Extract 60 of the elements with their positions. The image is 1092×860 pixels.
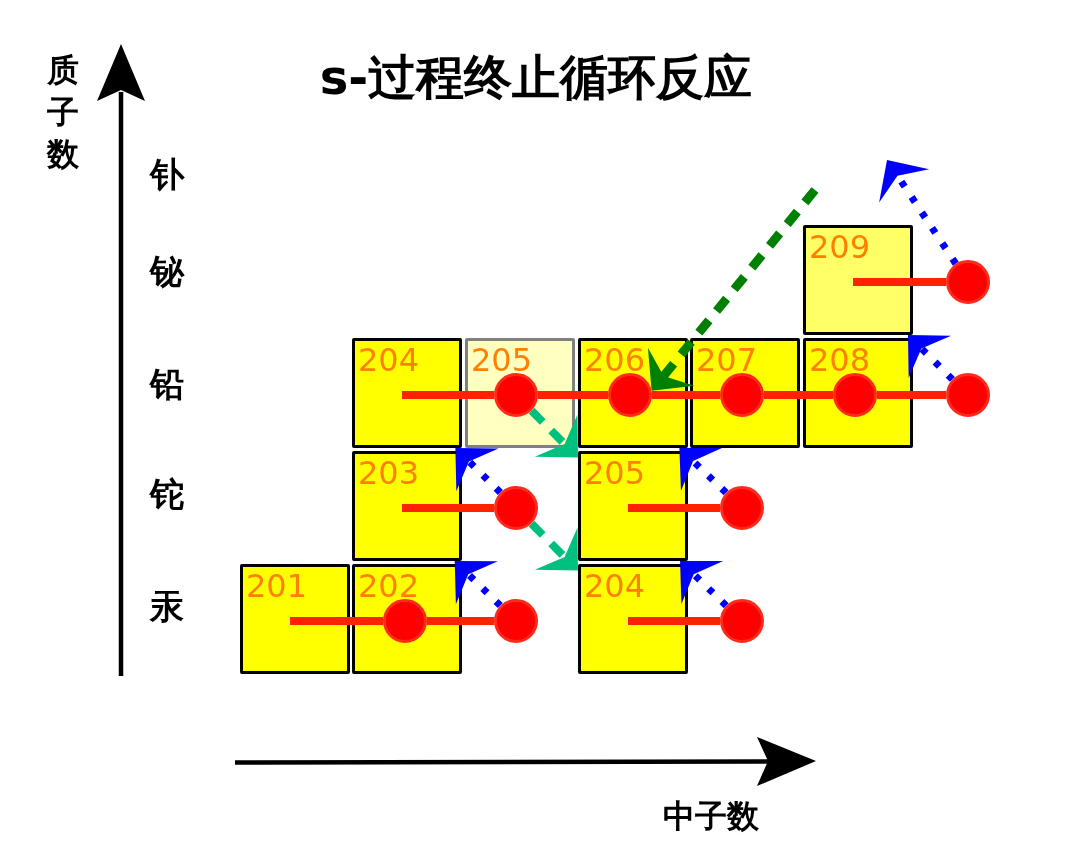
- mass-number: 205: [471, 344, 533, 376]
- connector-line: [853, 278, 946, 286]
- dot: [383, 599, 427, 643]
- axis-title: 质子数: [47, 50, 79, 175]
- dot: [946, 373, 990, 417]
- element-name: 钋: [150, 155, 184, 195]
- connector-line: [427, 617, 494, 625]
- dashed-arrow: [647, 187, 819, 391]
- mass-number: 206: [584, 344, 646, 376]
- dot: [720, 599, 764, 643]
- connector-line: [764, 391, 833, 399]
- connector-line: [538, 391, 608, 399]
- nuclide-box: [352, 451, 462, 561]
- nuclide-box: [240, 564, 350, 674]
- dot: [494, 373, 538, 417]
- mass-number: 204: [584, 570, 646, 602]
- nuclide-box: [578, 564, 688, 674]
- connector-line: [402, 391, 494, 399]
- element-name: 汞: [150, 587, 184, 627]
- dot: [946, 260, 990, 304]
- nuclide-box: [803, 225, 913, 335]
- dot: [494, 599, 538, 643]
- mass-number: 207: [696, 344, 758, 376]
- title: s-过程终止循环反应: [319, 50, 753, 106]
- dot: [833, 373, 877, 417]
- connector-line: [628, 617, 720, 625]
- dotted-arrow: [680, 561, 729, 609]
- connector-line: [402, 504, 494, 512]
- connector-line: [290, 617, 383, 625]
- mass-number: 209: [809, 231, 871, 263]
- mass-number: 205: [584, 457, 646, 489]
- mass-number: 203: [358, 457, 420, 489]
- mass-number: 201: [246, 570, 308, 602]
- dot: [720, 486, 764, 530]
- dot: [608, 373, 652, 417]
- dotted-arrow: [454, 561, 503, 609]
- element-name: 铋: [150, 252, 184, 292]
- dotted-arrow: [879, 159, 959, 266]
- axis-title: 中子数: [663, 797, 759, 835]
- nuclide-box: [352, 338, 462, 448]
- element-name: 铅: [150, 365, 184, 405]
- mass-number: 204: [358, 344, 420, 376]
- connector-line: [652, 391, 720, 399]
- connector-line: [628, 504, 720, 512]
- dot: [720, 373, 764, 417]
- dotted-arrow: [679, 447, 729, 496]
- dot: [494, 486, 538, 530]
- nuclide-box: [690, 338, 800, 448]
- mass-number: 202: [358, 570, 420, 602]
- nuclide-box: [578, 451, 688, 561]
- element-name: 铊: [150, 475, 184, 515]
- nuclide-box: [803, 338, 913, 448]
- dashed-arrow: [528, 407, 578, 458]
- nuclide-box: [352, 564, 462, 674]
- dashed-arrow: [528, 520, 578, 571]
- mass-number: 208: [809, 344, 871, 376]
- connector-line: [877, 391, 946, 399]
- nuclide-box: [465, 338, 575, 448]
- dotted-arrow: [455, 448, 503, 495]
- dotted-arrow: [907, 334, 955, 382]
